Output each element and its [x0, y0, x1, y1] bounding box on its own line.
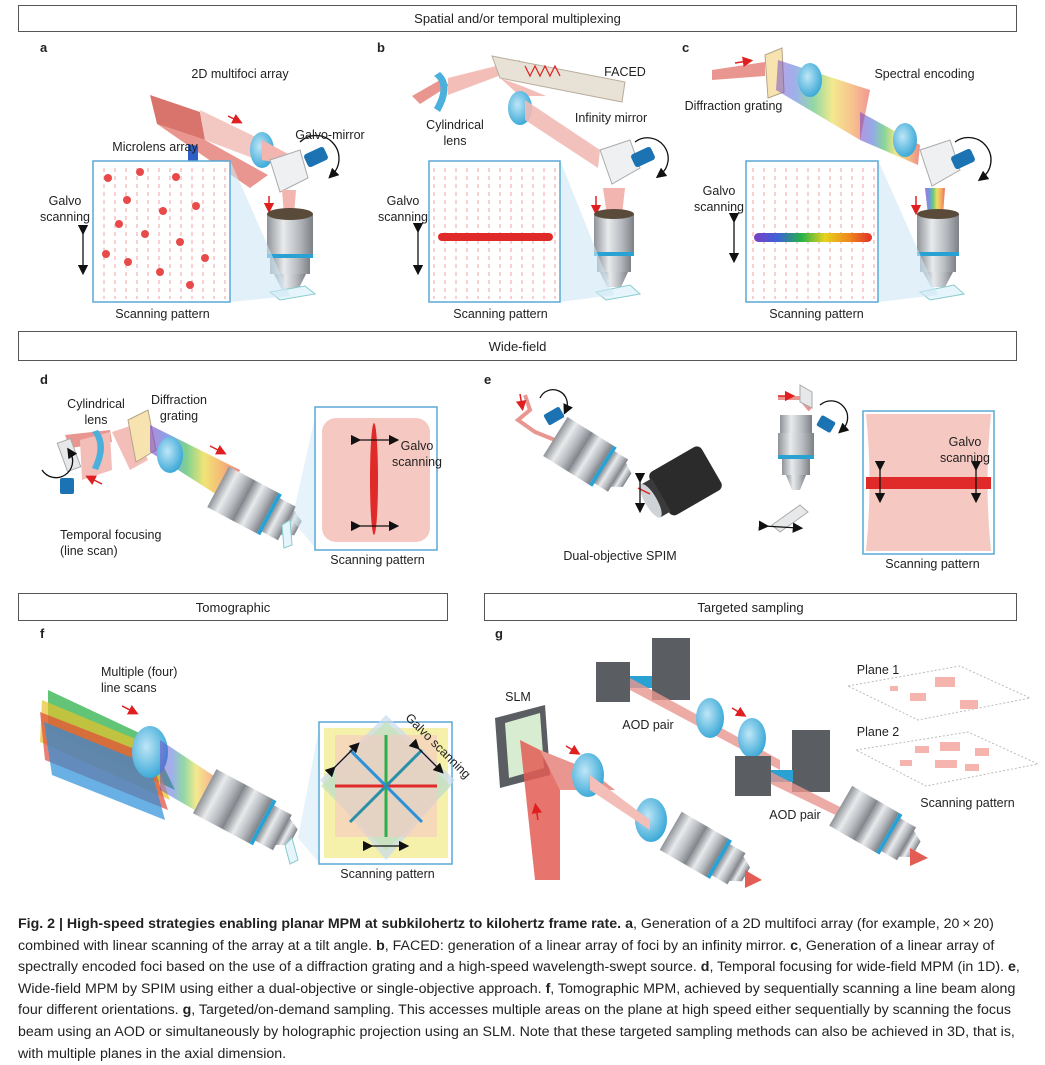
- caption-text-c: , Generation of a linear array of spectr…: [18, 937, 995, 976]
- panel-letter-f: f: [40, 626, 45, 641]
- label-infinity-mirror: Infinity mirror: [574, 111, 648, 125]
- panel-letter-e: e: [484, 372, 492, 387]
- spectral-line: [754, 233, 872, 242]
- aod-icon: [596, 662, 630, 702]
- label-aod-pair-bottom: AOD pair: [769, 808, 821, 822]
- caption-tag-e: e: [1008, 959, 1016, 976]
- label-multiple-line-scans: Multiple (four) line scans: [101, 665, 178, 695]
- header-label: Wide-field: [488, 338, 547, 354]
- label-temporal-focusing: Temporal focusing (line scan): [60, 528, 162, 558]
- caption-text-g: , Targeted/on-demand sampling. This acce…: [18, 1002, 1015, 1062]
- label-diffraction-grating: Diffraction grating: [150, 393, 208, 423]
- label-scanning-pattern: Scanning pattern: [115, 307, 210, 321]
- label-dual-objective-spim: Dual-objective SPIM: [563, 549, 677, 563]
- panel-letter-b: b: [377, 40, 385, 55]
- caption-tag-b: b: [376, 937, 385, 954]
- label-galvo-scanning: Galvo scanning: [939, 435, 991, 465]
- label-microlens-array: Microlens array: [112, 140, 198, 154]
- label-scanning-pattern: Scanning pattern: [330, 553, 425, 567]
- label-plane-1: Plane 1: [856, 663, 900, 677]
- label-scanning-pattern: Scanning pattern: [340, 867, 435, 881]
- plane-2: [854, 731, 1040, 787]
- caption-title: Fig. 2 | High-speed strategies enabling …: [18, 916, 622, 932]
- header-label: Targeted sampling: [697, 599, 804, 615]
- motor-icon: [304, 146, 328, 168]
- figure-graphics: [40, 47, 1040, 888]
- panel-f-graphic: [40, 690, 455, 865]
- header-spatial-multiplexing: Spatial and/or temporal multiplexing: [18, 5, 1017, 32]
- caption-text-a: , Generation of a 2D multifoci array (fo…: [18, 916, 994, 954]
- label-scanning-pattern: Scanning pattern: [769, 307, 864, 321]
- panel-c-graphic: [712, 47, 992, 303]
- label-slm: SLM: [505, 690, 531, 704]
- galvo-mirror-icon: [269, 149, 309, 193]
- panel-a-graphic: [77, 95, 340, 303]
- label-aod-pair-top: AOD pair: [622, 718, 674, 732]
- panel-letter-g: g: [495, 626, 503, 641]
- label-spectral-encoding: Spectral encoding: [874, 67, 975, 81]
- multifoci-dots: [102, 168, 209, 289]
- label-galvo-mirror: Galvo-mirror: [295, 128, 365, 142]
- motor-icon: [60, 478, 74, 494]
- panel-letter-d: d: [40, 372, 48, 387]
- figure-caption: Fig. 2 | High-speed strategies enabling …: [18, 914, 1030, 1065]
- caption-text-d: , Temporal focusing for wide-field MPM (…: [709, 959, 1005, 976]
- label-scanning-pattern: Scanning pattern: [453, 307, 548, 321]
- caption-text-f: , Tomographic MPM, achieved by sequentia…: [18, 980, 1016, 1019]
- label-galvo-scanning: Galvo scanning: [39, 194, 91, 224]
- cylindrical-lens-icon: [434, 72, 448, 112]
- plane-1: [846, 665, 1032, 721]
- panel-letter-a: a: [40, 40, 48, 55]
- header-wide-field: Wide-field: [18, 331, 1017, 361]
- caption-text-e: , Wide-field MPM by SPIM using either a …: [18, 959, 1020, 997]
- caption-tag-f: f: [545, 980, 551, 997]
- label-scanning-pattern: Scanning pattern: [885, 557, 980, 571]
- label-galvo-scanning: Galvo scanning: [377, 194, 429, 224]
- label-galvo-scanning: Galvo scanning: [693, 184, 745, 214]
- panel-g-graphic: [495, 638, 1040, 888]
- header-targeted-sampling: Targeted sampling: [484, 593, 1017, 621]
- header-tomographic: Tomographic: [18, 593, 448, 621]
- label-cylindrical-lens: Cylindrical lens: [67, 397, 125, 427]
- caption-tag-g: g: [182, 1002, 192, 1019]
- label-plane-2: Plane 2: [856, 725, 900, 739]
- label-scanning-pattern: Scanning pattern: [920, 796, 1015, 810]
- caption-tag-d: d: [700, 959, 710, 976]
- panel-letter-c: c: [682, 40, 690, 55]
- panel-d-graphic: [41, 406, 438, 551]
- caption-text-b: , FACED: generation of a linear array of…: [384, 937, 787, 954]
- header-label: Spatial and/or temporal multiplexing: [414, 11, 621, 26]
- panel-e-graphic: [514, 384, 995, 555]
- label-faced: FACED: [604, 65, 646, 79]
- caption-tag-a: a: [625, 916, 633, 932]
- label-2d-multifoci: 2D multifoci array: [191, 67, 289, 81]
- caption-tag-c: c: [790, 937, 798, 954]
- label-diffraction-grating: Diffraction grating: [684, 99, 783, 113]
- label-cylindrical-lens: Cylindrical lens: [426, 118, 484, 148]
- header-label: Tomographic: [195, 599, 271, 615]
- label-galvo-scanning: Galvo scanning: [391, 439, 443, 469]
- panel-b-graphic: [412, 55, 669, 303]
